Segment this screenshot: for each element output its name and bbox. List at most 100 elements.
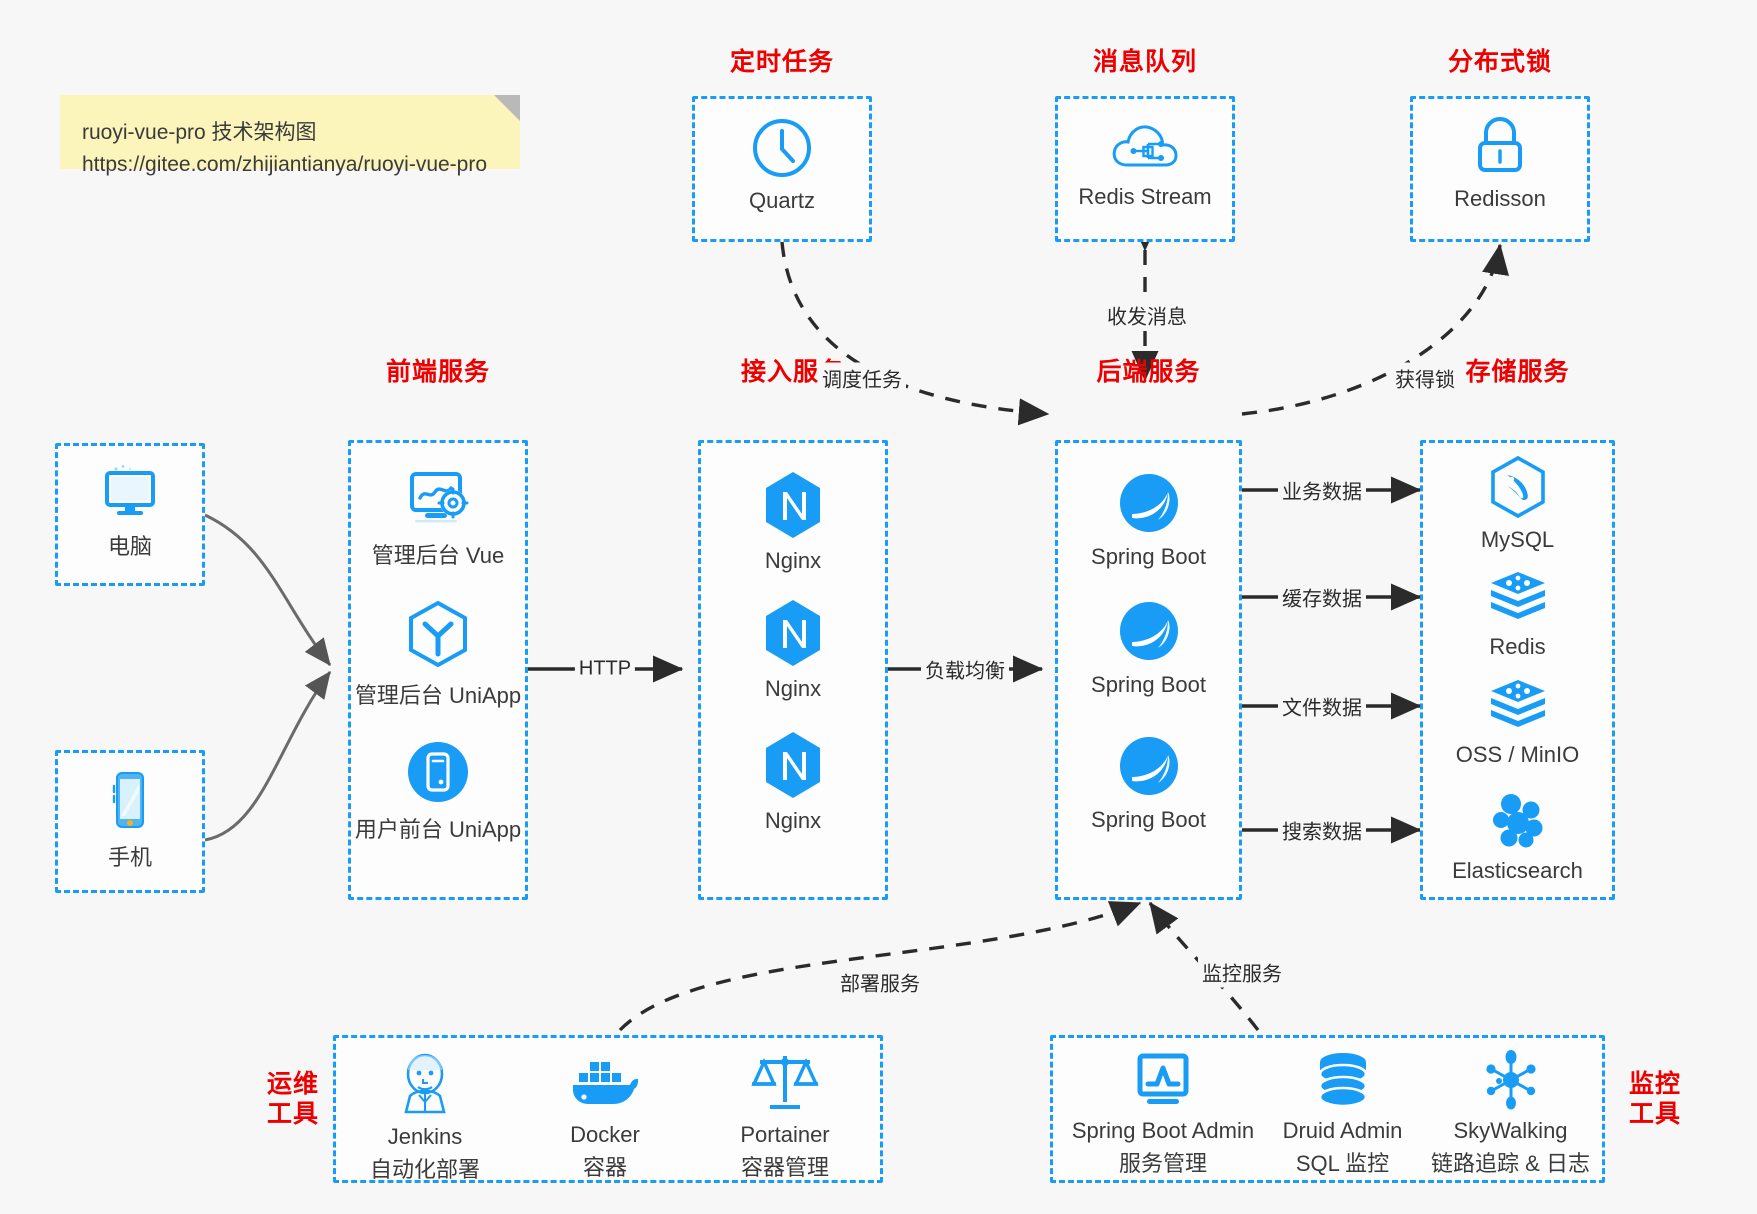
node-label: Jenkins bbox=[387, 1124, 463, 1149]
node-portainer[interactable]: Portainer 容器管理 bbox=[700, 1050, 870, 1182]
clock-icon bbox=[750, 116, 814, 180]
node-admin-uniapp[interactable]: 管理后台 UniApp bbox=[348, 600, 528, 710]
uniapp-hex-icon bbox=[405, 600, 471, 670]
redis-icon bbox=[1487, 570, 1549, 626]
lock-icon bbox=[1470, 114, 1530, 178]
node-mysql[interactable]: MySQL bbox=[1420, 455, 1615, 553]
node-label: Spring Boot bbox=[1091, 672, 1206, 697]
caption-line-2: 工具 bbox=[266, 1099, 319, 1128]
cloud-stream-icon bbox=[1110, 118, 1180, 176]
jenkins-icon bbox=[392, 1052, 458, 1116]
node-spring-boot-1[interactable]: Spring Boot bbox=[1055, 470, 1242, 570]
node-docker[interactable]: Docker 容器 bbox=[520, 1052, 690, 1182]
node-sublabel: 链路追踪 & 日志 bbox=[1431, 1151, 1590, 1176]
skywalking-icon bbox=[1480, 1050, 1542, 1110]
monitor-chart-icon bbox=[1131, 1052, 1195, 1110]
node-nginx-2[interactable]: Nginx bbox=[698, 598, 888, 702]
node-sublabel: 容器 bbox=[582, 1155, 627, 1180]
spring-boot-icon bbox=[1116, 470, 1182, 536]
node-label: MySQL bbox=[1480, 527, 1555, 552]
caption-devops-tools: 运维 工具 bbox=[258, 1070, 328, 1129]
node-label: OSS / MinIO bbox=[1455, 742, 1580, 767]
node-sublabel: 服务管理 bbox=[1118, 1151, 1207, 1176]
node-elasticsearch[interactable]: Elasticsearch bbox=[1420, 790, 1615, 884]
oss-icon bbox=[1487, 678, 1549, 734]
caption-storage-service: 存储服务 bbox=[1465, 358, 1570, 386]
nginx-icon bbox=[762, 470, 824, 540]
node-label: Nginx bbox=[764, 676, 822, 701]
edge-label-acquire-lock: 获得锁 bbox=[1391, 362, 1459, 394]
node-label: Quartz bbox=[748, 188, 816, 213]
node-spring-boot-3[interactable]: Spring Boot bbox=[1055, 733, 1242, 833]
edge-label-load-balance: 负载均衡 bbox=[921, 653, 1009, 685]
node-label: 用户前台 UniApp bbox=[354, 817, 522, 842]
node-label: Spring Boot Admin bbox=[1071, 1118, 1255, 1143]
node-sublabel: SQL 监控 bbox=[1295, 1151, 1390, 1176]
caption-line-1: 运维 bbox=[266, 1070, 319, 1098]
node-label: 电脑 bbox=[107, 534, 152, 559]
node-label: Spring Boot bbox=[1091, 544, 1206, 569]
nginx-icon bbox=[762, 598, 824, 668]
mobile-circle-icon bbox=[406, 740, 470, 804]
node-label: Elasticsearch bbox=[1452, 858, 1583, 883]
caption-frontend-service: 前端服务 bbox=[385, 358, 490, 386]
caption-message-queue: 消息队列 bbox=[1092, 48, 1197, 76]
edge-label-http: HTTP bbox=[574, 656, 636, 682]
sticky-note: ruoyi-vue-pro 技术架构图 https://gitee.com/zh… bbox=[60, 95, 520, 176]
node-label: Nginx bbox=[764, 808, 822, 833]
node-oss-minio[interactable]: OSS / MinIO bbox=[1420, 678, 1615, 768]
node-label: Nginx bbox=[764, 548, 822, 573]
edge-label-schedule-task: 调度任务 bbox=[818, 362, 906, 394]
node-quartz[interactable]: Quartz bbox=[692, 116, 872, 214]
note-line-1: ruoyi-vue-pro 技术架构图 bbox=[82, 121, 317, 144]
edge-label-send-receive-message: 收发消息 bbox=[1103, 299, 1191, 331]
node-label: 管理后台 UniApp bbox=[354, 683, 522, 708]
node-label: 手机 bbox=[107, 845, 152, 870]
node-spring-boot-2[interactable]: Spring Boot bbox=[1055, 598, 1242, 698]
node-spring-boot-admin[interactable]: Spring Boot Admin 服务管理 bbox=[1058, 1052, 1268, 1178]
caption-monitor-tools: 监控 工具 bbox=[1620, 1070, 1690, 1129]
edge-label-business-data: 业务数据 bbox=[1278, 474, 1366, 506]
caption-line-2: 工具 bbox=[1628, 1099, 1681, 1128]
group-message-queue bbox=[1055, 96, 1235, 242]
node-label: Redisson bbox=[1454, 186, 1546, 211]
node-druid-admin[interactable]: Druid Admin SQL 监控 bbox=[1255, 1050, 1430, 1178]
edge-label-search-data: 搜索数据 bbox=[1278, 814, 1366, 846]
node-sublabel: 容器管理 bbox=[740, 1155, 829, 1180]
note-line-2: https://gitee.com/zhijiantianya/ruoyi-vu… bbox=[82, 152, 488, 176]
spring-boot-icon bbox=[1116, 733, 1182, 799]
note-fold-corner bbox=[494, 95, 520, 121]
node-label: 管理后台 Vue bbox=[371, 543, 505, 568]
node-nginx-1[interactable]: Nginx bbox=[698, 470, 888, 574]
nginx-icon bbox=[762, 730, 824, 800]
caption-backend-service: 后端服务 bbox=[1096, 358, 1201, 386]
node-redis-stream[interactable]: Redis Stream bbox=[1055, 118, 1235, 210]
node-skywalking[interactable]: SkyWalking 链路追踪 & 日志 bbox=[1418, 1050, 1603, 1178]
scales-icon bbox=[750, 1050, 820, 1114]
node-admin-vue[interactable]: 管理后台 Vue bbox=[348, 468, 528, 570]
node-label: SkyWalking bbox=[1453, 1118, 1568, 1143]
docker-icon bbox=[568, 1052, 642, 1114]
edge-label-file-data: 文件数据 bbox=[1278, 690, 1366, 722]
node-redisson[interactable]: Redisson bbox=[1410, 114, 1590, 212]
caption-scheduled-task: 定时任务 bbox=[729, 48, 834, 76]
node-sublabel: 自动化部署 bbox=[369, 1157, 480, 1182]
edge-label-monitor-service: 监控服务 bbox=[1198, 956, 1286, 988]
node-redis[interactable]: Redis bbox=[1420, 570, 1615, 660]
node-label: Spring Boot bbox=[1091, 807, 1206, 832]
node-jenkins[interactable]: Jenkins 自动化部署 bbox=[340, 1052, 510, 1184]
elasticsearch-icon bbox=[1487, 790, 1549, 850]
node-label: Redis bbox=[1489, 634, 1546, 659]
node-label: Docker bbox=[570, 1122, 640, 1147]
spring-boot-icon bbox=[1116, 598, 1182, 664]
database-icon bbox=[1313, 1050, 1373, 1110]
desktop-icon bbox=[99, 463, 161, 521]
node-desktop[interactable]: 电脑 bbox=[55, 463, 205, 561]
mysql-icon bbox=[1488, 455, 1548, 519]
node-phone[interactable]: 手机 bbox=[55, 770, 205, 872]
phone-icon bbox=[107, 770, 153, 832]
caption-distributed-lock: 分布式锁 bbox=[1447, 48, 1552, 76]
node-user-uniapp[interactable]: 用户前台 UniApp bbox=[348, 740, 528, 844]
node-nginx-3[interactable]: Nginx bbox=[698, 730, 888, 834]
